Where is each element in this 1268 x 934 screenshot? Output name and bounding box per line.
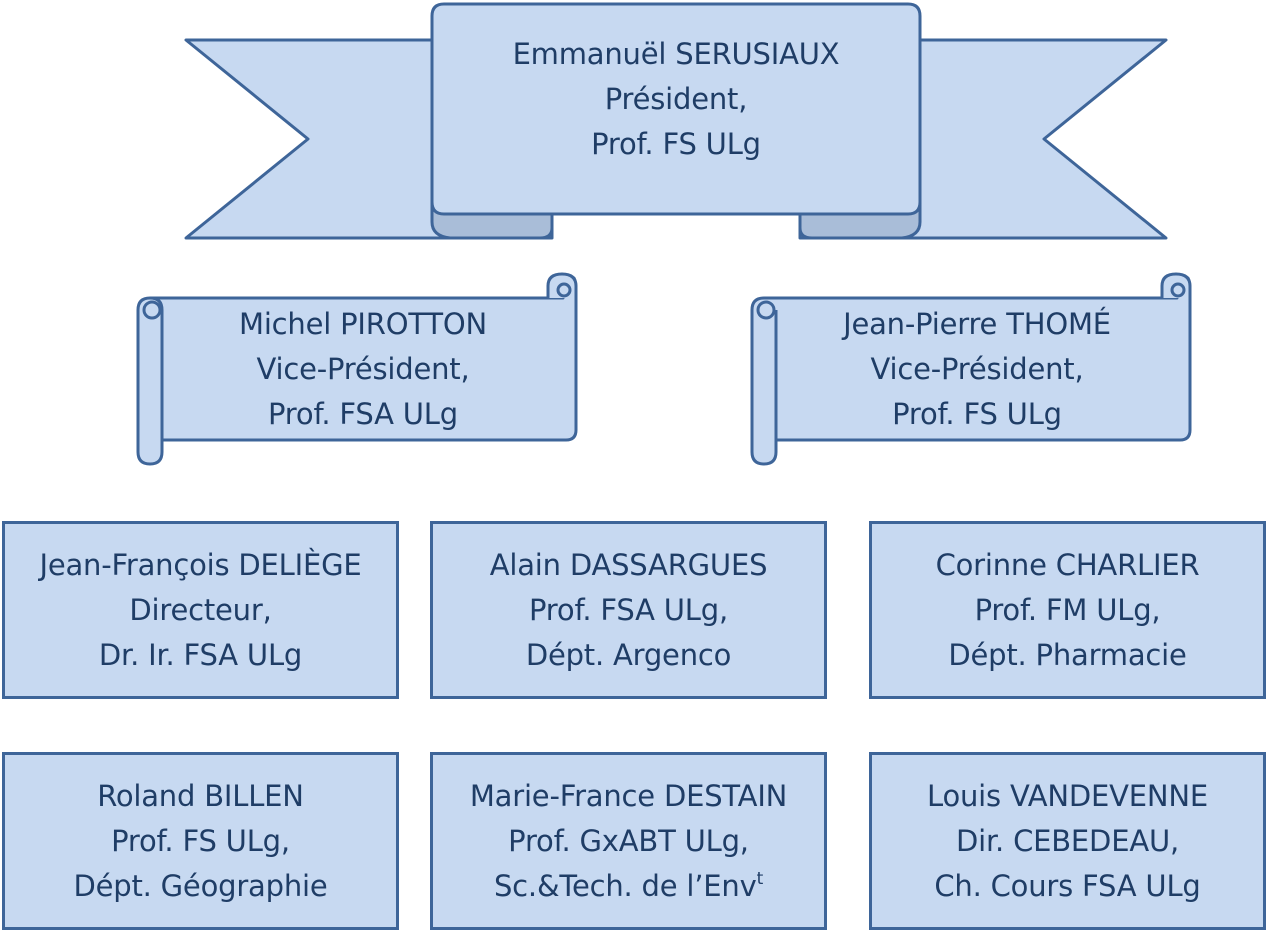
member-name: Roland BILLEN — [97, 778, 304, 813]
member-name: Corinne CHARLIER — [935, 547, 1200, 582]
member-4: Marie-France DESTAIN Prof. GxABT ULg, Sc… — [430, 752, 827, 930]
vp-affiliation: Prof. FS ULg — [892, 396, 1062, 431]
member-line2: Prof. FM ULg, — [974, 592, 1161, 627]
member-2: Corinne CHARLIER Prof. FM ULg, Dépt. Pha… — [869, 521, 1266, 699]
member-1: Alain DASSARGUES Prof. FSA ULg, Dépt. Ar… — [430, 521, 827, 699]
member-name: Louis VANDEVENNE — [927, 778, 1208, 813]
vp-name: Jean-Pierre THOMÉ — [843, 306, 1111, 341]
member-line3: Dr. Ir. FSA ULg — [98, 637, 303, 672]
member-line3-wrap: Sc.&Tech. de l’Envt — [494, 864, 763, 909]
member-line3-sup: t — [756, 868, 764, 889]
member-5: Louis VANDEVENNE Dir. CEBEDEAU, Ch. Cour… — [869, 752, 1266, 930]
member-box — [869, 521, 1266, 699]
member-line3: Dépt. Argenco — [525, 637, 732, 672]
president-label: Emmanuël SERUSIAUX Président, Prof. FS U… — [432, 32, 920, 166]
member-box — [2, 521, 399, 699]
member-0: Jean-François DELIÈGE Directeur, Dr. Ir.… — [2, 521, 399, 699]
vp-name: Michel PIROTTON — [239, 306, 487, 341]
member-box — [430, 521, 827, 699]
president-role: Président, — [604, 81, 748, 116]
president-name: Emmanuël SERUSIAUX — [512, 36, 840, 71]
member-line2: Prof. FS ULg, — [111, 823, 290, 858]
vice-president-right: Jean-Pierre THOMÉ Vice-Président, Prof. … — [776, 302, 1178, 436]
member-line3: Dépt. Pharmacie — [948, 637, 1187, 672]
member-name: Alain DASSARGUES — [489, 547, 768, 582]
member-line3: Ch. Cours FSA ULg — [934, 868, 1201, 903]
vice-president-left: Michel PIROTTON Vice-Président, Prof. FS… — [162, 302, 564, 436]
vp-role: Vice-Président, — [870, 351, 1084, 386]
member-line3: Sc.&Tech. de l’Env — [493, 868, 757, 903]
scroll-right — [750, 272, 1192, 466]
member-line2: Prof. GxABT ULg, — [508, 823, 749, 858]
member-name: Marie-France DESTAIN — [469, 778, 788, 813]
member-box — [2, 752, 399, 930]
member-line2: Dir. CEBEDEAU, — [955, 823, 1179, 858]
scroll-left — [136, 272, 578, 466]
member-line2: Directeur, — [129, 592, 272, 627]
member-line3: Dépt. Géographie — [73, 868, 328, 903]
member-name: Jean-François DELIÈGE — [39, 547, 362, 582]
member-3: Roland BILLEN Prof. FS ULg, Dépt. Géogra… — [2, 752, 399, 930]
vp-affiliation: Prof. FSA ULg — [268, 396, 458, 431]
member-box — [430, 752, 827, 930]
vp-role: Vice-Président, — [256, 351, 470, 386]
member-box — [869, 752, 1266, 930]
president-affiliation: Prof. FS ULg — [591, 126, 761, 161]
ribbon-center — [430, 2, 922, 216]
member-line2: Prof. FSA ULg, — [529, 592, 728, 627]
